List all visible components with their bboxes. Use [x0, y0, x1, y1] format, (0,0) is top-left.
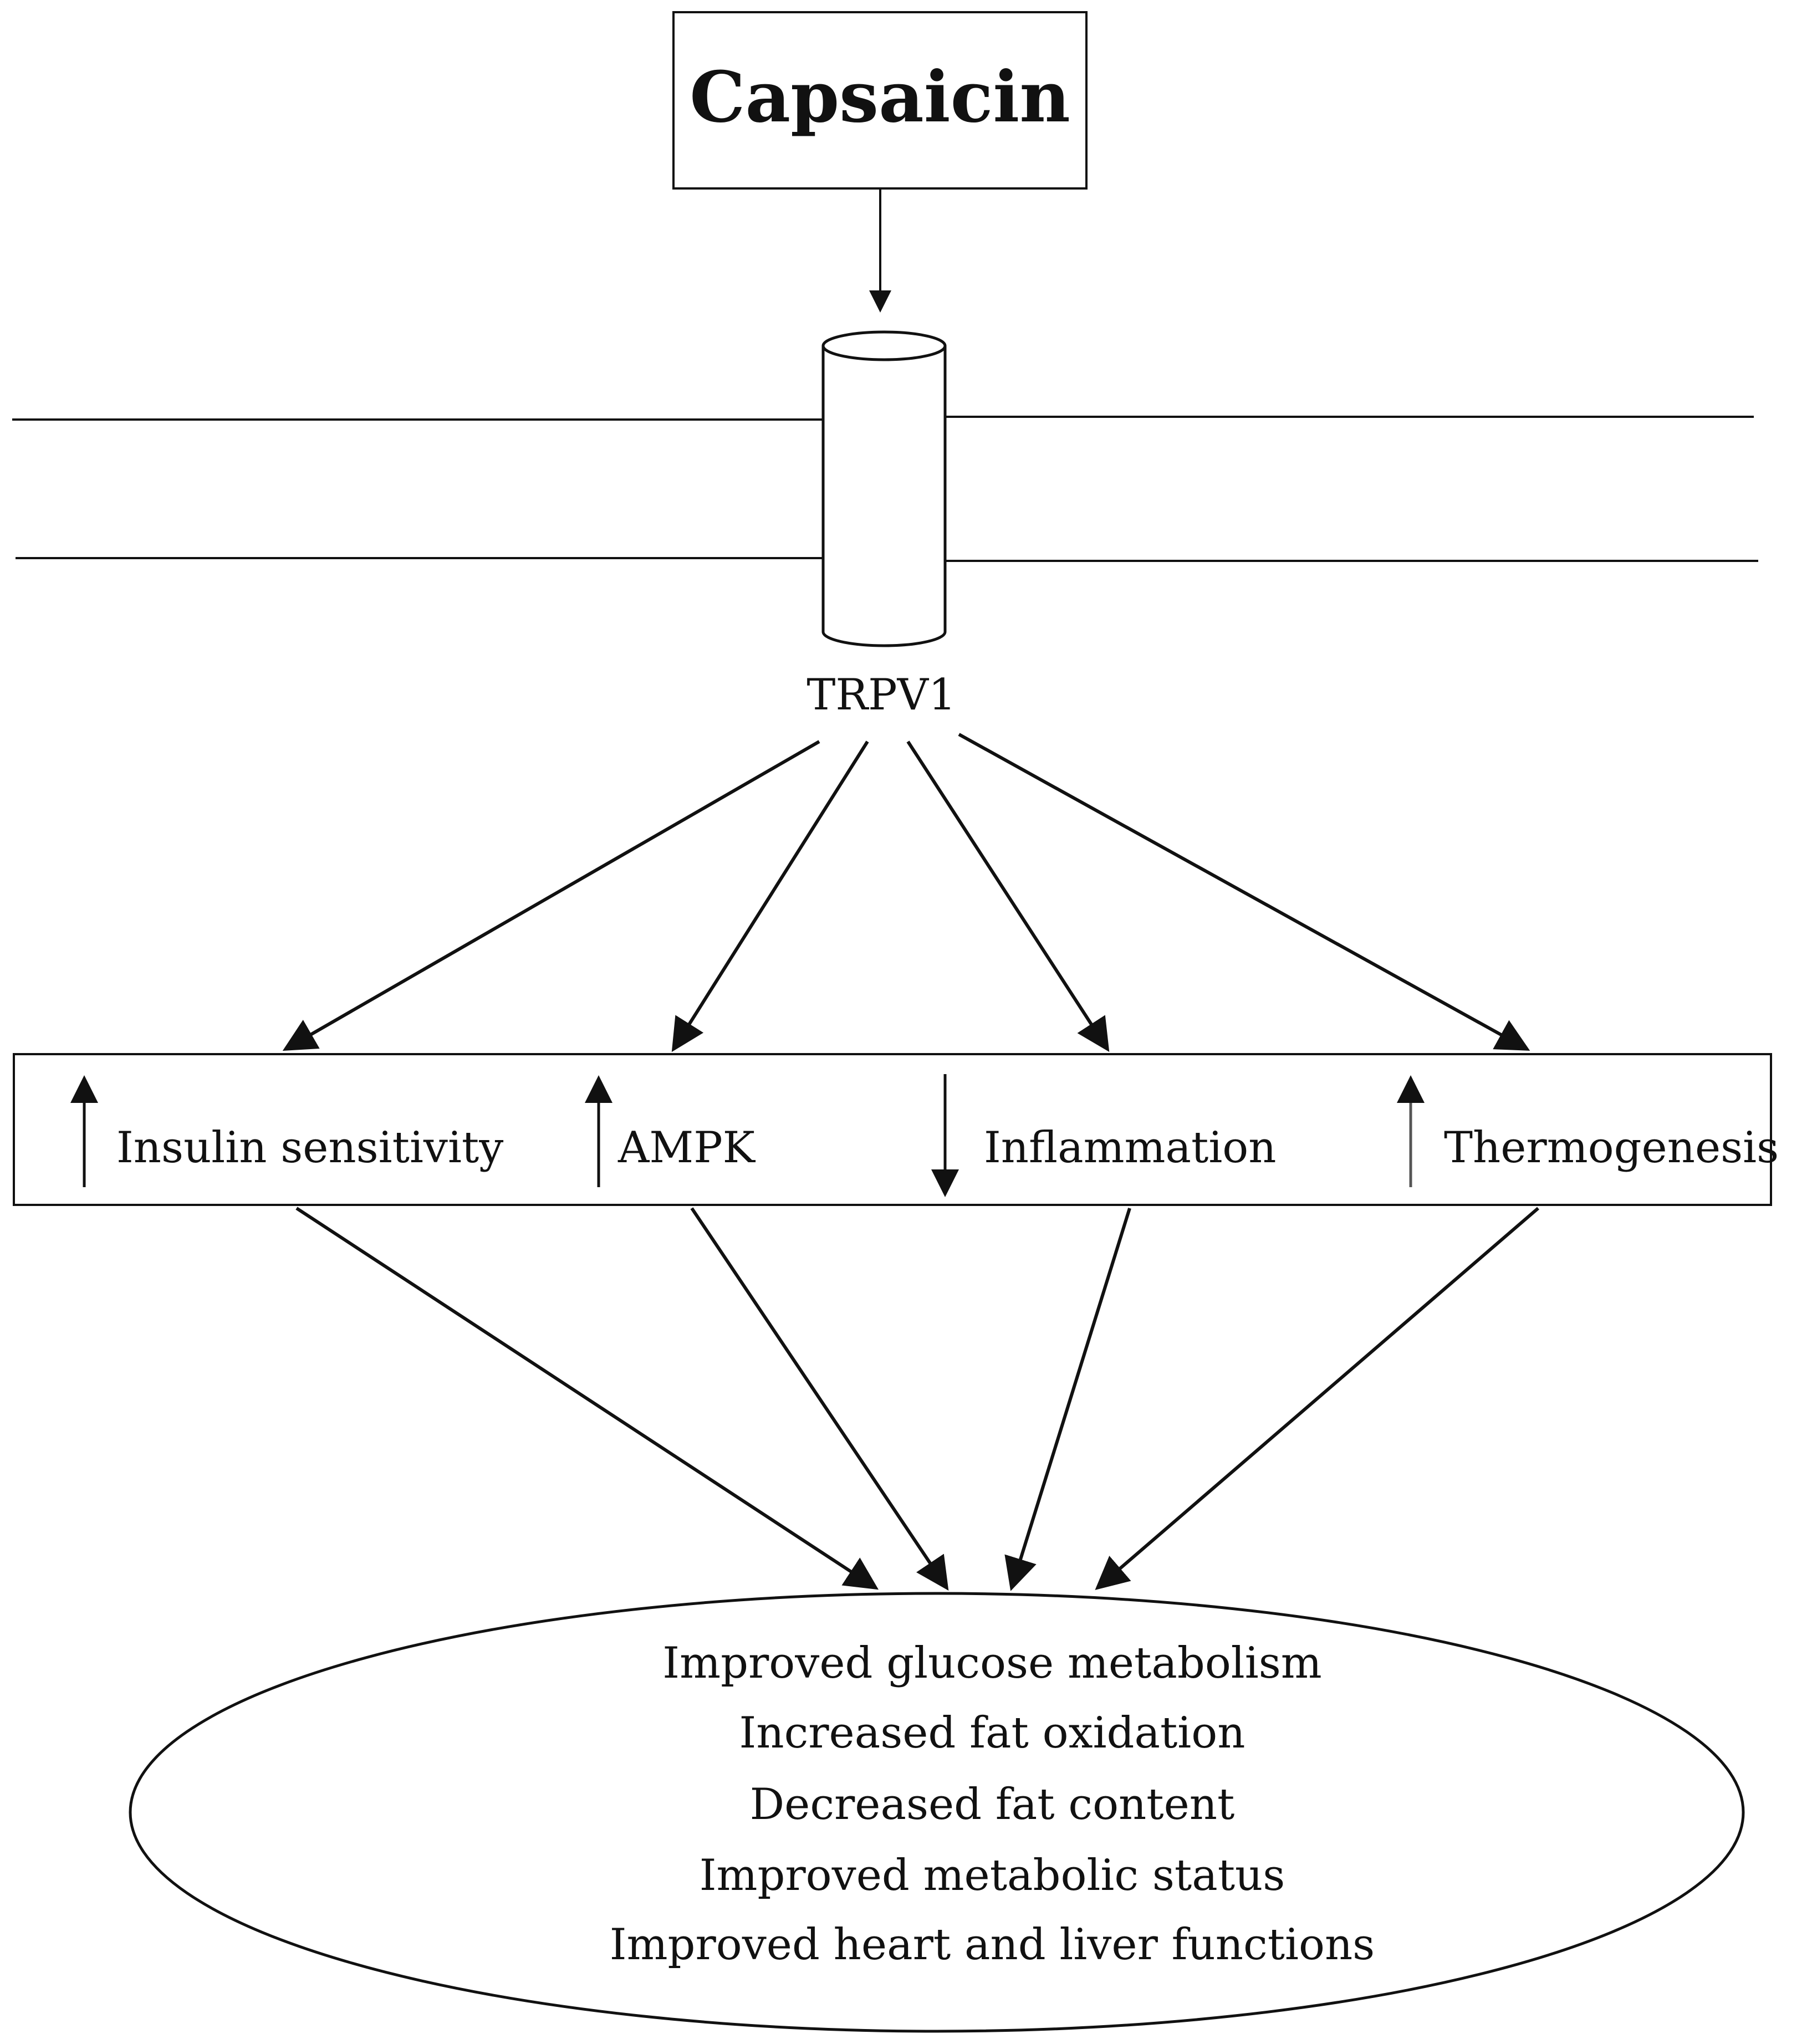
trpv1-to-insulin-arrow	[282, 740, 820, 1051]
effect-thermogenesis: Thermogenesis	[1444, 1123, 1779, 1173]
insulin-to-outcomes-arrow	[295, 1207, 879, 1590]
thermogenesis-to-outcomes-arrow	[1095, 1207, 1539, 1590]
trpv1-channel	[821, 330, 947, 647]
outcome-fat-content: Decreased fat content	[749, 1780, 1235, 1830]
outcomes-ellipse	[129, 1592, 1745, 2033]
outcome-fat-oxidation: Increased fat oxidation	[739, 1708, 1246, 1758]
capsaicin-label: Capsaicin	[690, 56, 1070, 138]
trpv1-to-ampk-arrow	[671, 740, 869, 1052]
trpv1-label: TRPV1	[807, 670, 956, 720]
trpv1-to-thermogenesis-arrow	[958, 733, 1530, 1051]
outcome-heart-liver-functions: Improved heart and liver functions	[609, 1920, 1375, 1970]
effect-insulin-sensitivity: Insulin sensitivity	[116, 1123, 504, 1173]
effect-ampk: AMPK	[618, 1123, 755, 1173]
ampk-to-outcomes-arrow	[690, 1207, 949, 1591]
outcome-glucose-metabolism: Improved glucose metabolism	[662, 1638, 1322, 1688]
inflammation-to-outcomes-arrow	[1004, 1208, 1131, 1591]
outcome-metabolic-status: Improved metabolic status	[699, 1851, 1285, 1900]
effects-box	[13, 1053, 1772, 1206]
effect-inflammation: Inflammation	[984, 1123, 1277, 1173]
trpv1-to-inflammation-arrow	[906, 740, 1110, 1052]
